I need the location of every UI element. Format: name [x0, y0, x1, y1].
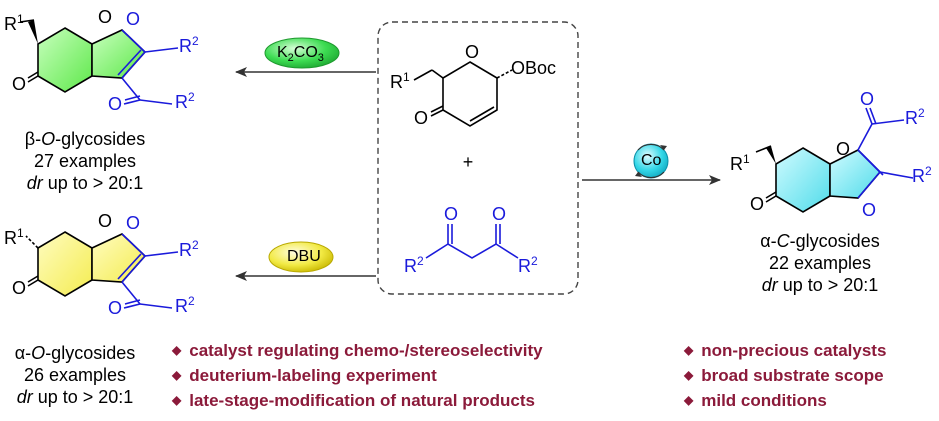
- alpha-c-ring-oxygen: O: [836, 139, 850, 159]
- pyranone-ketone-oxygen: O: [414, 108, 428, 128]
- diamond-icon: ◆: [172, 393, 182, 407]
- beta-ring-oxygen: O: [98, 7, 112, 27]
- beta-glycoside-structure: [19, 19, 179, 105]
- alpha-c-r2-acyl: R2: [905, 106, 925, 128]
- beta-furan-oxygen: O: [126, 9, 140, 29]
- diamond-icon: ◆: [684, 368, 694, 382]
- alpha-o-ketone-oxygen: O: [12, 278, 26, 298]
- co-label: Co: [641, 152, 662, 169]
- beta-r2-acyl: R2: [175, 90, 195, 112]
- highlight-left-2: ◆deuterium-labeling experiment: [172, 366, 437, 385]
- alpha-o-ring-oxygen: O: [98, 211, 112, 231]
- plus-sign: +: [463, 152, 474, 172]
- highlight-right-3: ◆mild conditions: [684, 391, 827, 410]
- pyranone-oboc: OBoc: [511, 58, 556, 78]
- pyranone-r1: R1: [390, 70, 410, 92]
- k2co3-label: K2CO3: [277, 44, 324, 65]
- diamond-icon: ◆: [172, 343, 182, 357]
- highlight-right-1: ◆non-precious catalysts: [684, 341, 887, 360]
- alpha-o-r2-top: R2: [179, 238, 199, 260]
- alpha-c-product-caption: α-C-glycosides 22 examples dr up to > 20…: [760, 231, 880, 295]
- dbu-label: DBU: [287, 248, 321, 265]
- alpha-c-r1: R1: [730, 152, 750, 174]
- beta-r1-label: R1: [4, 12, 24, 34]
- alpha-o-r2-acyl: R2: [175, 294, 195, 316]
- dbu-badge: [268, 241, 334, 273]
- alpha-c-acyl-oxygen: O: [860, 89, 874, 109]
- highlight-right-2: ◆broad substrate scope: [684, 366, 884, 385]
- alpha-c-r2-furan: R2: [912, 164, 932, 186]
- diketone-o-left: O: [444, 204, 458, 224]
- diketone-r2-left: R2: [404, 254, 424, 276]
- beta-ketone-oxygen: O: [12, 74, 26, 94]
- diamond-icon: ◆: [684, 343, 694, 357]
- beta-acyl-oxygen: O: [108, 94, 122, 114]
- pyranone-structure: [413, 61, 513, 127]
- diamond-icon: ◆: [172, 368, 182, 382]
- beta-r2-top: R2: [179, 34, 199, 56]
- alpha-c-glycoside-structure: [755, 107, 914, 213]
- k2co3-badge: [264, 37, 340, 69]
- co-cycle-icon: [637, 143, 665, 151]
- pyranone-ring-oxygen: O: [465, 42, 479, 62]
- alpha-o-acyl-oxygen: O: [108, 298, 122, 318]
- alpha-o-furan-oxygen: O: [126, 213, 140, 233]
- diketone-o-right: O: [492, 204, 506, 224]
- beta-product-caption: β-O-glycosides 27 examples dr up to > 20…: [24, 129, 146, 193]
- diketone-structure: [425, 224, 519, 259]
- alpha-c-ketone-oxygen: O: [750, 194, 764, 214]
- alpha-o-product-caption: α-O-glycosides 26 examples dr up to > 20…: [14, 343, 136, 407]
- alpha-c-furan-oxygen: O: [862, 200, 876, 220]
- reactants-box: [377, 21, 579, 295]
- alpha-o-glycoside-structure: [25, 231, 179, 309]
- diketone-r2-right: R2: [518, 254, 538, 276]
- highlight-left-1: ◆catalyst regulating chemo-/stereoselect…: [172, 341, 543, 360]
- diamond-icon: ◆: [684, 393, 694, 407]
- highlight-left-3: ◆late-stage-modification of natural prod…: [172, 391, 535, 410]
- alpha-o-r1-label: R1: [4, 226, 24, 248]
